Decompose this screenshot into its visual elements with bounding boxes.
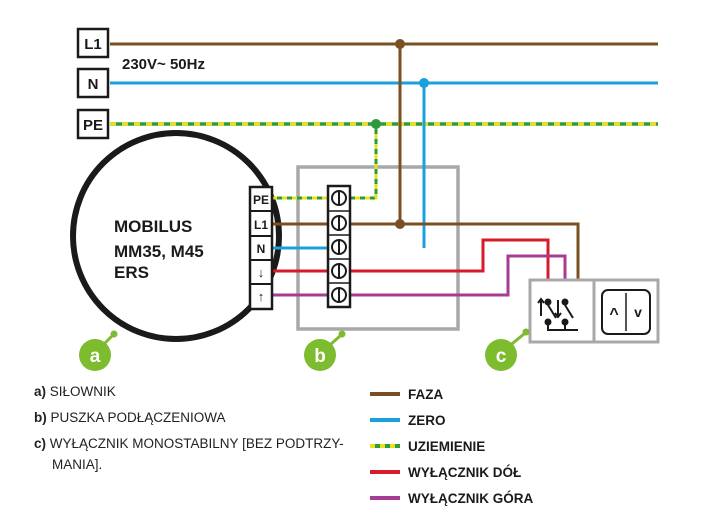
description-key: a) [34,384,47,399]
description-c-continued: MANIA]. [52,457,102,472]
description-text-continued: MANIA]. [52,457,103,472]
description-key: c) [34,436,47,451]
legend-item-faza: FAZA [370,384,443,404]
motor-name-line1: MOBILUS [114,217,192,236]
legend-swatch-zero [370,418,400,422]
legend-item-uziemienie: UZIEMIENIE [370,436,485,456]
pin-n: N [257,242,266,256]
terminal-block [326,184,352,309]
switch-down-wire [344,238,550,300]
description-text: PUSZKA PODŁĄCZENIOWA [50,410,226,425]
legend-label: WYŁĄCZNIK GÓRA [408,490,534,506]
terminal-n: N [76,67,110,99]
legend-swatch-faza [370,392,400,396]
description-a: a) SIŁOWNIK [34,384,116,399]
supply-voltage-label: 230V~ 50Hz [122,56,205,73]
pin-l1: L1 [254,218,268,232]
pin-pe: PE [253,193,269,207]
rocker-down-arrow-icon: v [634,304,642,320]
terminal-l1: L1 [76,27,110,59]
motor-pin-block: PE L1 N ↓ ↑ [248,185,274,311]
switch-up-wire [344,254,567,300]
rocker-up-arrow-icon: ^ [609,306,618,323]
motor-name-line3: ERS [114,263,149,282]
legend-swatch-uziemienie [370,444,400,448]
svg-text:N: N [88,76,99,93]
pin-up: ↑ [258,289,265,304]
pe-drop-wire [344,124,378,200]
n-junction-dot [419,78,429,88]
legend-label: FAZA [408,386,444,402]
description-key: b) [34,410,47,425]
legend-item-zero: ZERO [370,410,446,430]
description-c: c) WYŁĄCZNIK MONOSTABILNY [BEZ PODTRZY- [34,436,344,451]
svg-text:a: a [90,346,101,367]
legend-label: UZIEMIENIE [408,438,486,454]
switch-contacts-icon [537,297,578,331]
description-b: b) PUSZKA PODŁĄCZENIOWA [34,410,226,425]
rocker-switch: ^ v [601,289,651,335]
marker-a: a [79,330,118,371]
motor-name-line2: MM35, M45 [114,242,204,261]
svg-text:b: b [314,346,326,367]
marker-c: c [485,328,530,371]
legend-item-wylacznik-gora: WYŁĄCZNIK GÓRA [370,488,533,508]
marker-b: b [304,330,346,371]
legend-swatch-wylacznik-gora [370,496,400,500]
description-text: SIŁOWNIK [49,384,116,399]
description-text: WYŁĄCZNIK MONOSTABILNY [BEZ PODTRZY- [49,436,344,451]
legend-label: WYŁĄCZNIK DÓŁ [408,464,522,480]
legend-swatch-wylacznik-dol [370,470,400,474]
terminal-pe: PE [76,108,110,140]
legend-item-wylacznik-dol: WYŁĄCZNIK DÓŁ [370,462,521,482]
svg-text:L1: L1 [84,36,102,53]
motor-circle [70,130,282,342]
svg-text:PE: PE [83,117,103,134]
l1-junction-dot [395,39,405,49]
svg-text:c: c [496,346,507,367]
pin-down: ↓ [258,265,265,280]
legend-label: ZERO [408,412,446,428]
pe-junction-dot [371,119,381,129]
